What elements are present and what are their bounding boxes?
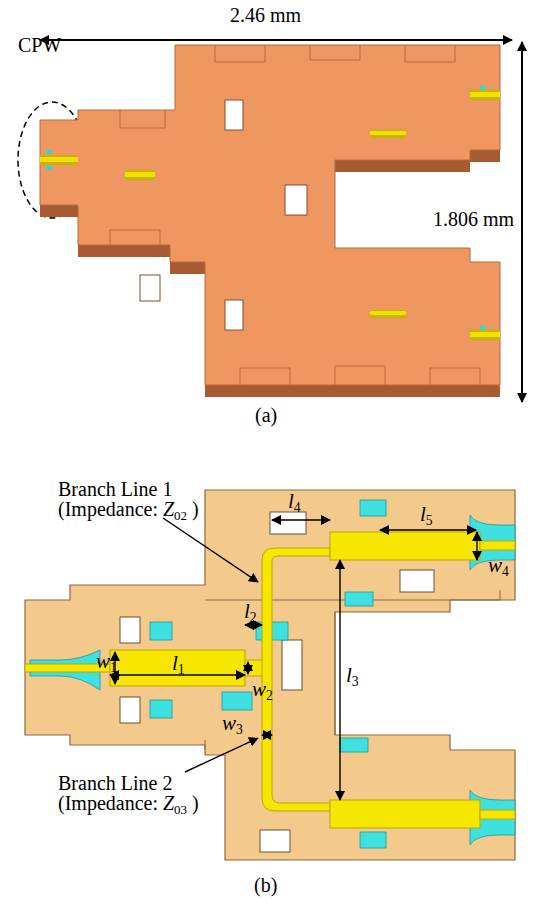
callout-label: Branch Line 2 <box>58 772 172 794</box>
dimension-symbol: l2 <box>244 600 257 625</box>
callout-label: Branch Line 1 <box>58 478 172 500</box>
panel-label: (a) <box>255 404 277 426</box>
panel-label: (b) <box>254 874 277 896</box>
dimension-label: 1.806 mm <box>433 208 514 230</box>
dimension-symbol: l5 <box>420 503 433 528</box>
callout-label: (Impedance: Z03 ) <box>58 792 199 817</box>
dimension-symbol: w3 <box>222 712 243 737</box>
callout-label: (Impedance: Z02 ) <box>58 498 199 523</box>
dimension-label: 2.46 mm <box>230 4 301 26</box>
dimension-symbol: l4 <box>288 490 301 515</box>
callout-label: CPW <box>18 34 61 56</box>
dimension-symbol: l1 <box>172 652 185 677</box>
dimension-symbol: w2 <box>252 678 273 703</box>
dimension-symbol: w1 <box>96 650 117 675</box>
dimension-symbol: w4 <box>488 554 509 579</box>
dimension-symbol: l3 <box>346 664 359 689</box>
